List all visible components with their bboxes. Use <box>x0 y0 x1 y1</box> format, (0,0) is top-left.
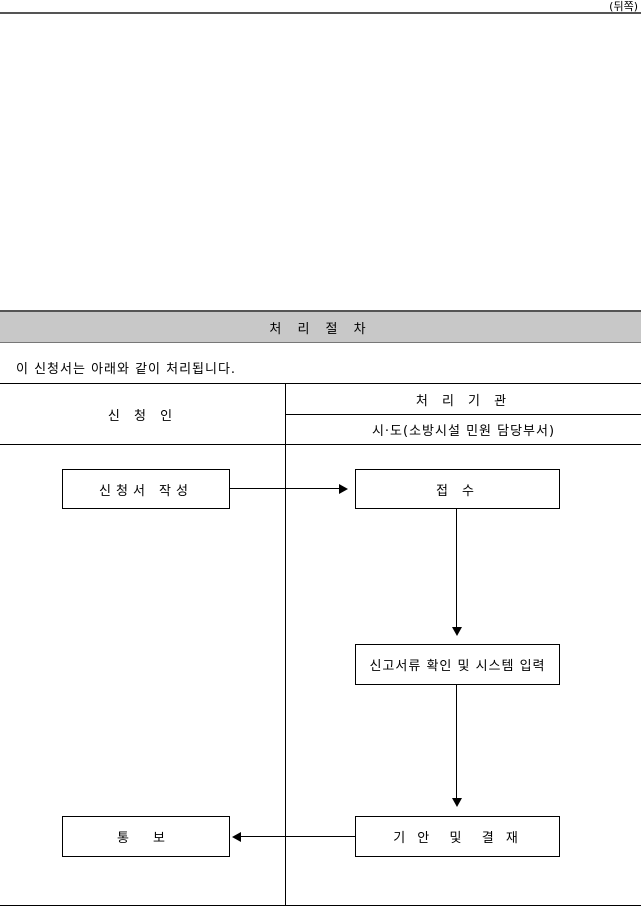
step-draft-approve: 기 안 및 결 재 <box>355 816 560 857</box>
step-write-application: 신청서 작성 <box>62 469 230 509</box>
arrow-head-right <box>339 484 348 494</box>
arrow-head-down <box>452 627 462 636</box>
intro-text: 이 신청서는 아래와 같이 처리됩니다. <box>16 362 237 377</box>
arrow-line-write-to-receive <box>230 488 340 489</box>
top-rule <box>0 12 641 14</box>
agency-subheader: 시·도(소방시설 민원 담당부서) <box>371 424 556 439</box>
step-receive: 접 수 <box>355 469 560 509</box>
applicant-column-header: 신 청 인 <box>107 408 178 424</box>
arrow-line-draft-to-notify <box>241 836 355 837</box>
column-divider <box>285 383 286 906</box>
arrow-head-left <box>232 832 241 842</box>
arrow-line-receive-to-review <box>456 509 457 627</box>
table-top-rule <box>0 383 641 384</box>
step-review-register: 신고서류 확인 및 시스템 입력 <box>355 644 560 685</box>
section-title: 처 리 절 차 <box>0 310 641 343</box>
agency-column-header: 처 리 기 관 <box>415 393 512 409</box>
header-bottom-rule <box>0 444 641 445</box>
arrow-line-review-to-draft <box>456 685 457 798</box>
page-label: (뒤쪽) <box>609 0 638 13</box>
step-notify: 통 보 <box>62 816 230 857</box>
table-bottom-rule <box>0 905 641 906</box>
agency-header-divider <box>285 414 641 415</box>
arrow-head-down <box>452 798 462 807</box>
